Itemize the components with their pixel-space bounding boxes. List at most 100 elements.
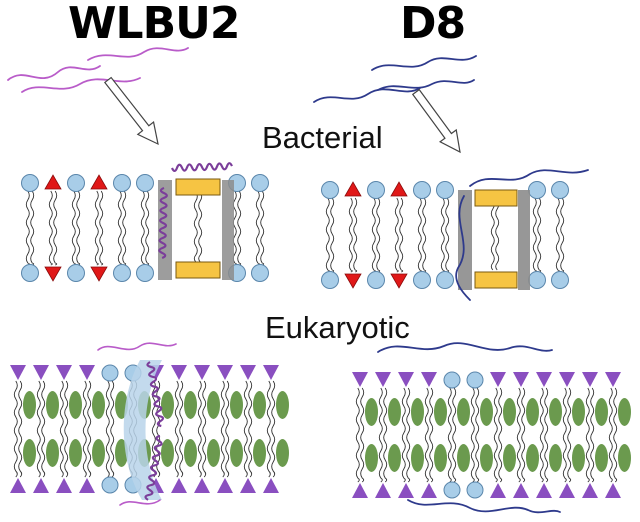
lipid-tail [174,380,179,478]
cholesterol [572,398,585,426]
lipid-tail [590,387,595,483]
eukaryotic-lipid-head [217,478,233,493]
eukaryotic-lipid-head [398,372,414,387]
lipid-head [466,371,484,389]
cholesterol [230,391,243,419]
lipid-tail [266,380,271,478]
lipid-tail [25,190,30,266]
lipid-tail [406,387,411,483]
lipid-head [113,174,131,192]
pore-block [474,271,518,289]
lipid-tail [440,197,445,273]
lipid-tail [422,197,427,273]
wlbu2-peptide-bound [119,499,161,506]
cholesterol [434,398,447,426]
lipid-tail [555,197,560,273]
lipid-tail [424,387,429,483]
lipid-tail [539,387,544,483]
eukaryotic-lipid-head [605,483,621,498]
d8-peptide-free [313,87,421,103]
cholesterol [480,398,493,426]
lipid-head [21,174,39,192]
cholesterol [23,391,36,419]
cholesterol [503,444,516,472]
cholesterol [184,439,197,467]
eukaryotic-lipid-head [240,478,256,493]
eukaryotic-lipid-head [490,483,506,498]
lipid-tail [13,380,18,478]
lipid-head [413,181,431,199]
cholesterol [595,444,608,472]
eukaryotic-lipid-head [263,478,279,493]
cholesterol [549,444,562,472]
lipid-head [528,181,546,199]
lipid-tail [330,197,335,273]
lipid-tail [220,380,225,478]
lipid-head [413,271,431,289]
lipid-tail [64,380,69,478]
lipid-head [136,264,154,282]
anionic-lipid-head [44,266,62,282]
cholesterol [434,444,447,472]
lipid-tail [447,387,452,483]
lipid-tail [445,197,450,273]
lipid-tail [151,380,156,478]
lipid-tail [567,387,572,483]
eukaryotic-lipid-head [398,483,414,498]
lipid-tail [202,380,207,478]
lipid-tail [521,387,526,483]
eukaryotic-lipid-head [33,478,49,493]
cholesterol [230,439,243,467]
eukaryotic-lipid-head [375,372,391,387]
eukaryotic-lipid-head [490,372,506,387]
cholesterol [161,439,174,467]
lipid-tail [260,190,265,266]
cholesterol [161,391,174,419]
anionic-lipid-head [90,266,108,282]
alpha-helix-icon [146,361,165,428]
wlbu2-title: WLBU2 [68,0,240,49]
lipid-tail [355,387,360,483]
lipid-tail [48,190,53,266]
eukaryotic-lipid-head [171,478,187,493]
lipid-tail [417,197,422,273]
d8-peptide-bound [407,499,561,514]
lipid-tail [376,197,381,273]
lipid-head [321,181,339,199]
lipid-tail [490,199,495,271]
eukaryotic-membrane-d8 [352,371,631,499]
lipid-tail [493,387,498,483]
lipid-tail [353,197,358,273]
lipid-head [528,271,546,289]
lipid-tail [145,190,150,266]
d8-peptide-bound [455,195,471,301]
bacterial-label: Bacterial [262,120,383,155]
anionic-lipid-head [390,181,408,197]
lipid-head [443,481,461,499]
lipid-tail [429,387,434,483]
lipid-head [101,476,119,494]
cholesterol [618,398,631,426]
lipid-tail [360,387,365,483]
lipid-tail [193,191,198,263]
wlbu2-peptide-free [7,65,101,81]
eukaryotic-lipid-head [352,372,368,387]
eukaryotic-lipid-head [352,483,368,498]
cholesterol [411,444,424,472]
pore-shadow [458,190,472,290]
cholesterol [92,439,105,467]
lipid-tail [608,387,613,483]
lipid-tail [105,380,110,478]
cholesterol [595,398,608,426]
eukaryotic-lipid-head [559,372,575,387]
lipid-tail [117,190,122,266]
lipid-tail [401,387,406,483]
lipid-tail [94,190,99,266]
lipid-tail [243,380,248,478]
anionic-lipid-head [44,174,62,190]
lipid-tail [255,190,260,266]
eukaryotic-lipid-head [605,372,621,387]
d8-peptide-free [371,55,477,71]
alpha-helix-icon [144,434,163,501]
